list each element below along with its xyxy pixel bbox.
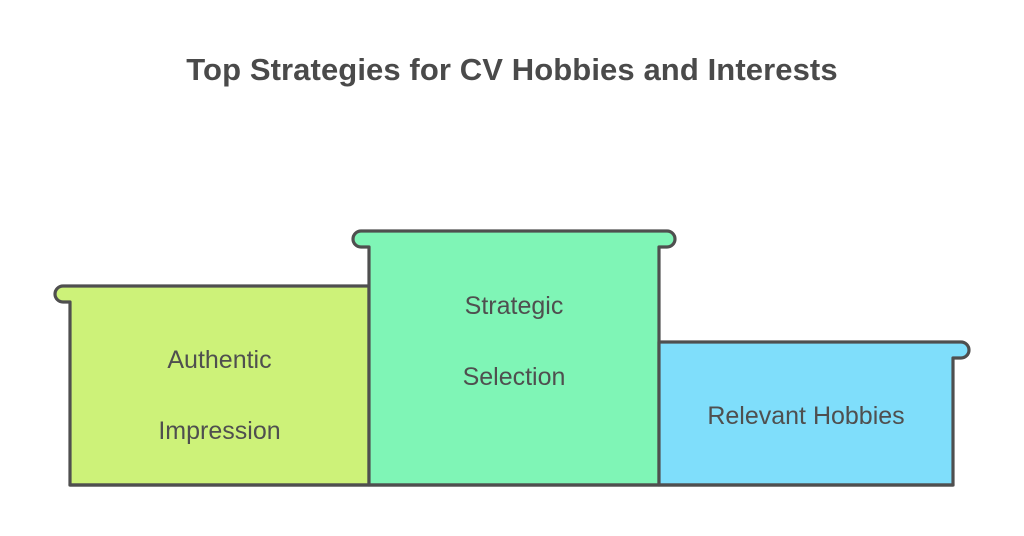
bar-label-line: Impression bbox=[158, 416, 281, 445]
bar-label-authentic-impression: Authentic Impression bbox=[70, 307, 369, 485]
bar-relevant-hobbies[interactable] bbox=[657, 340, 971, 487]
bar-label-relevant-hobbies: Relevant Hobbies bbox=[659, 363, 953, 470]
bar-label-line: Selection bbox=[462, 362, 566, 391]
bar-label-line: Authentic bbox=[167, 345, 272, 374]
bar-strategic-selection[interactable] bbox=[351, 229, 677, 487]
bar-authentic-impression[interactable] bbox=[53, 284, 371, 487]
bar-label-line: Strategic bbox=[464, 291, 564, 320]
bar-label-line: Relevant Hobbies bbox=[707, 401, 905, 430]
bar-label-strategic-selection: Strategic Selection bbox=[369, 253, 659, 431]
page-title: Top Strategies for CV Hobbies and Intere… bbox=[186, 52, 838, 87]
